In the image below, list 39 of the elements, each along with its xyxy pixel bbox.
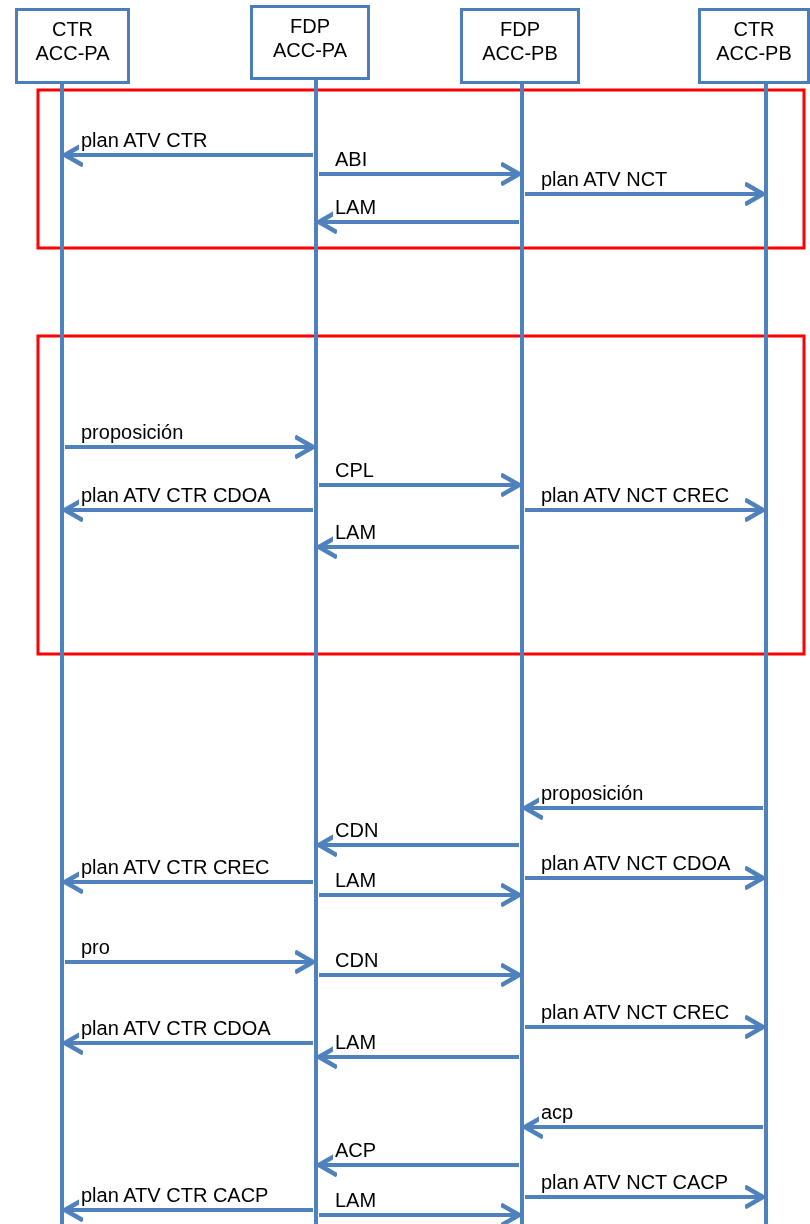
message-arrow bbox=[525, 181, 766, 207]
message-arrow bbox=[319, 472, 522, 498]
message-arrow bbox=[525, 1184, 766, 1210]
message-arrow bbox=[319, 161, 522, 187]
message-label: plan ATV NCT CDOA bbox=[539, 852, 733, 874]
message-arrow bbox=[525, 1014, 766, 1040]
message-label: plan ATV NCT bbox=[539, 168, 670, 190]
participant-box: CTR ACC-PB bbox=[698, 8, 810, 84]
message-arrow bbox=[65, 949, 316, 975]
message-arrow bbox=[522, 1114, 763, 1140]
message-arrow bbox=[525, 865, 766, 891]
message-arrow bbox=[316, 534, 519, 560]
message-label: plan ATV CTR CDOA bbox=[79, 484, 273, 506]
message-label: proposición bbox=[79, 421, 186, 443]
message-arrow bbox=[319, 1202, 522, 1224]
message-arrow bbox=[316, 1044, 519, 1070]
message-arrow bbox=[316, 832, 519, 858]
message-arrow bbox=[319, 882, 522, 908]
message-label: proposición bbox=[539, 782, 646, 804]
message-arrow bbox=[62, 142, 313, 168]
participant-box: FDP ACC-PB bbox=[460, 8, 580, 84]
message-arrow bbox=[62, 1030, 313, 1056]
message-arrow bbox=[62, 497, 313, 523]
message-arrow bbox=[62, 1197, 313, 1223]
message-arrow bbox=[316, 209, 519, 235]
message-label: plan ATV CTR CDOA bbox=[79, 1017, 273, 1039]
message-label: plan ATV NCT CREC bbox=[539, 484, 732, 506]
participant-box: FDP ACC-PA bbox=[250, 5, 370, 80]
message-arrow bbox=[525, 497, 766, 523]
message-arrow bbox=[522, 795, 763, 821]
message-label: plan ATV CTR CREC bbox=[79, 856, 272, 878]
message-arrow bbox=[316, 1152, 519, 1178]
message-arrow bbox=[62, 869, 313, 895]
message-label: plan ATV CTR bbox=[79, 129, 210, 151]
message-label: plan ATV NCT CREC bbox=[539, 1001, 732, 1023]
message-arrow bbox=[319, 962, 522, 988]
participant-box: CTR ACC-PA bbox=[15, 8, 130, 84]
message-arrow bbox=[65, 434, 316, 460]
message-label: plan ATV CTR CACP bbox=[79, 1184, 271, 1206]
